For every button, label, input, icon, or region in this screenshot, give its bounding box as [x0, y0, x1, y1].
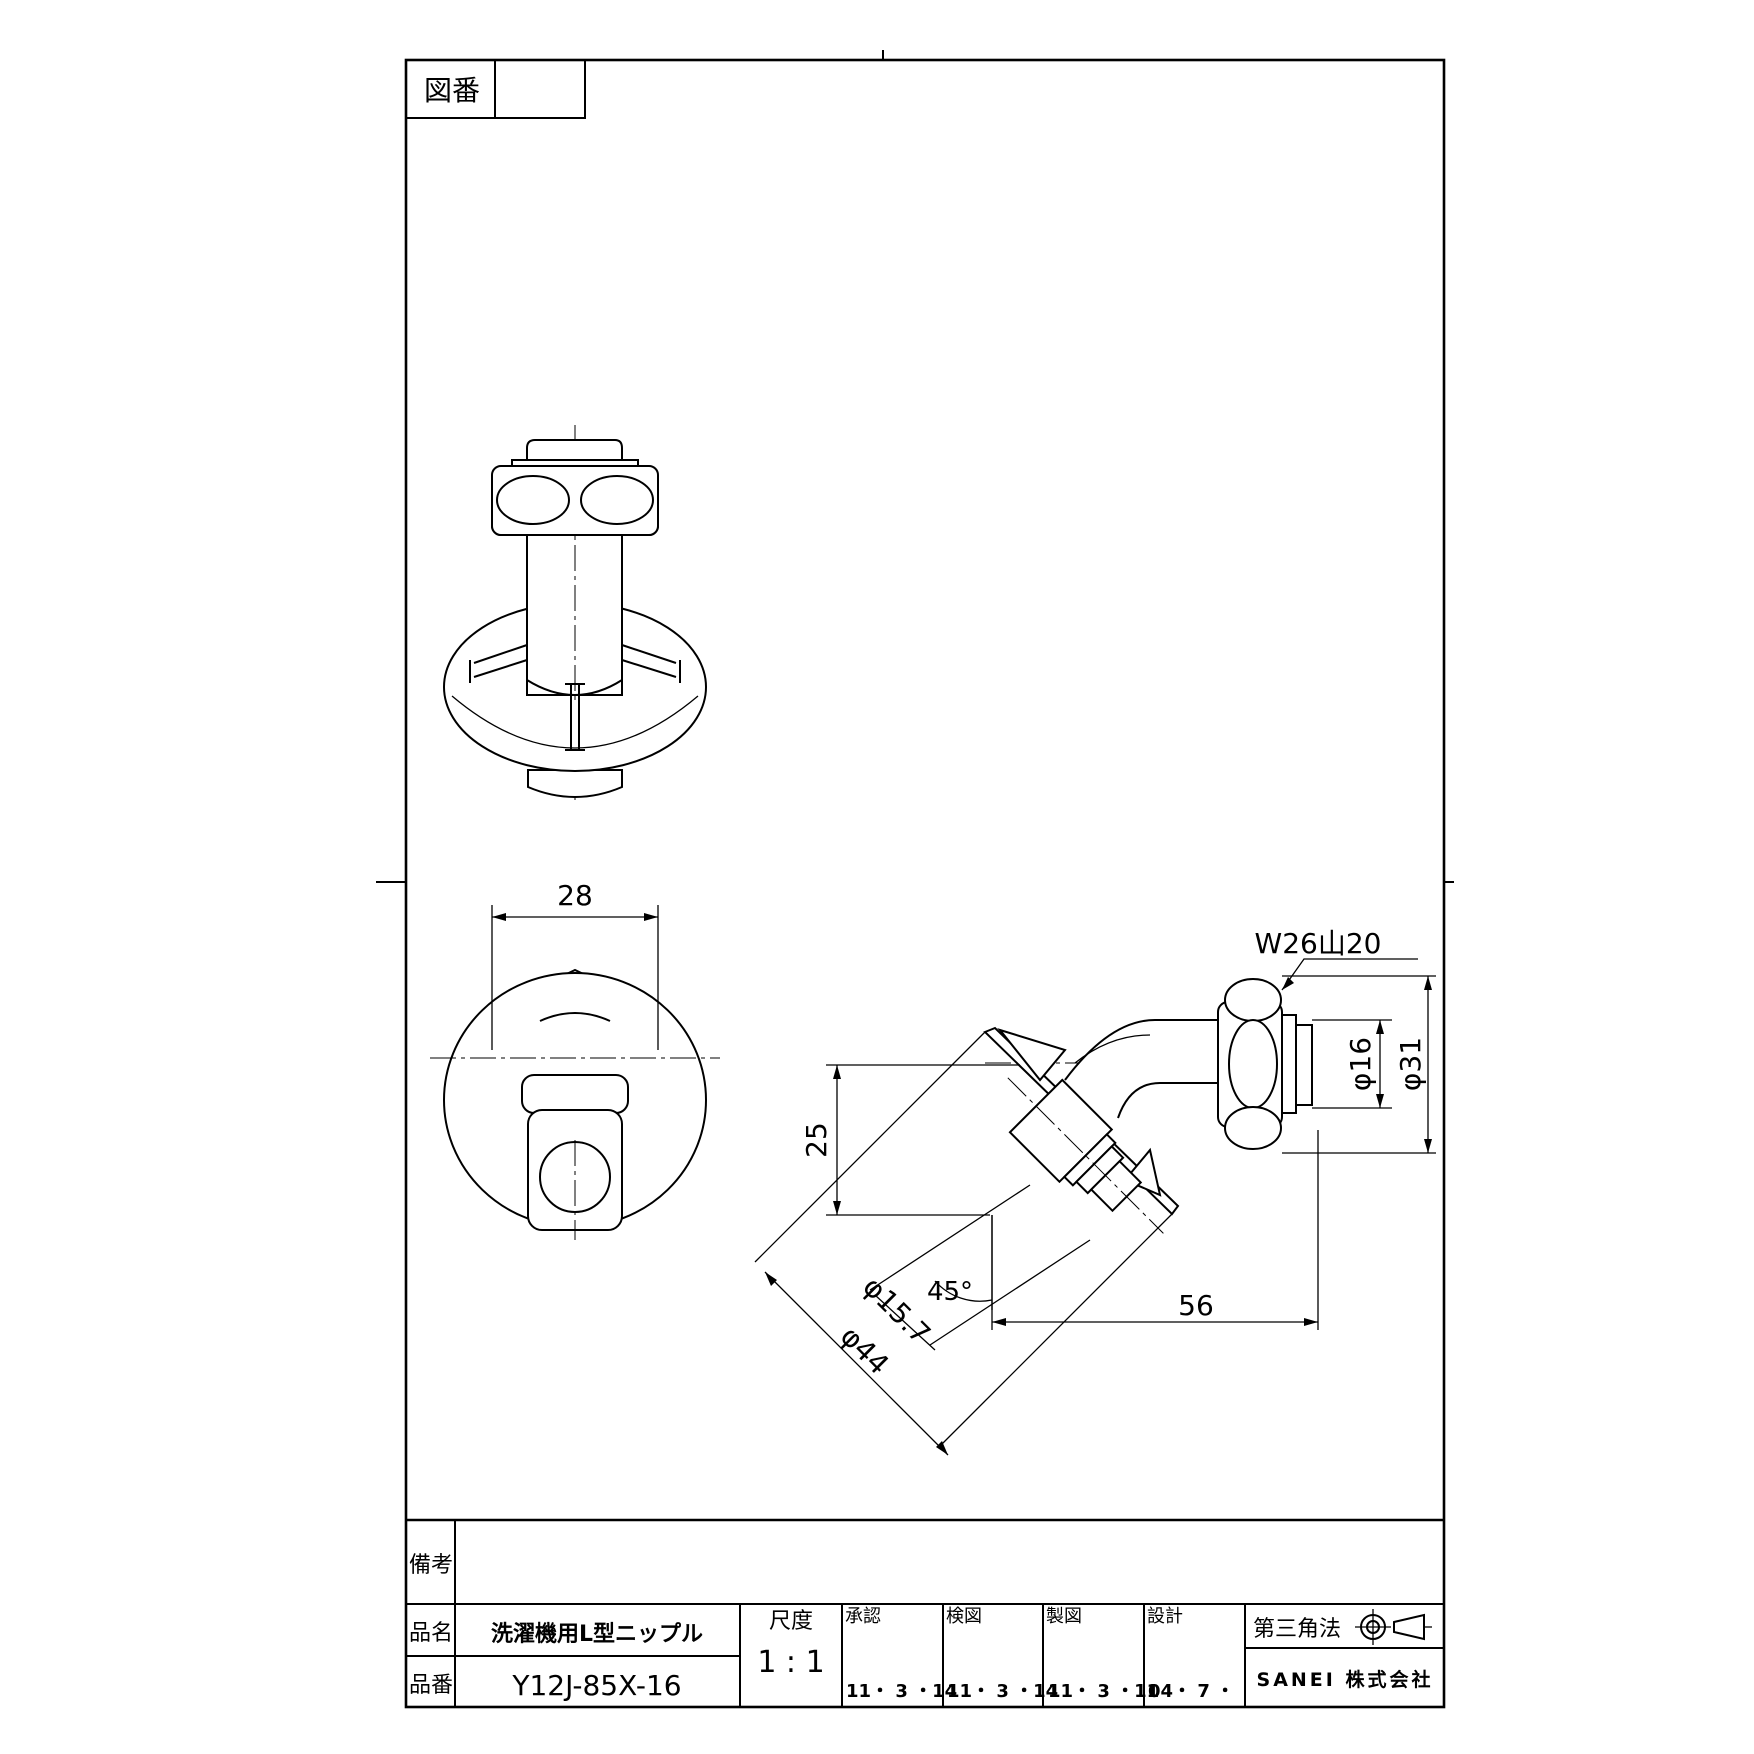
product-name: 洗濯機用L型ニップル [491, 1622, 703, 1647]
drawing-number-label: 図番 [424, 74, 480, 107]
dim-dia-31: φ31 [1394, 1037, 1427, 1091]
front-view [430, 968, 720, 1240]
product-number: Y12J-85X-16 [511, 1669, 681, 1702]
product-number-label: 品番 [409, 1673, 453, 1698]
designed-date: 04・ 7 ・ [1148, 1681, 1234, 1702]
top-view [443, 425, 707, 800]
approved-label: 承認 [845, 1606, 881, 1627]
drawn-date: 11・ 3 ・11 [1048, 1681, 1159, 1702]
drawing-frame [404, 58, 1446, 1709]
dim-thread-w26: W26山20 [1255, 927, 1382, 960]
dim-dia-16: φ16 [1344, 1037, 1377, 1091]
drawing-number-box: 図番 [405, 59, 586, 119]
dim-dia-44: φ44 [834, 1319, 896, 1381]
scale-value: 1 : 1 [757, 1645, 824, 1680]
remarks-label: 備考 [409, 1553, 453, 1578]
drawn-label: 製図 [1046, 1606, 1082, 1627]
checked-label: 検図 [946, 1606, 982, 1627]
dim-height-25: 25 [800, 1122, 833, 1158]
checked-date: 11・ 3 ・14 [947, 1681, 1058, 1702]
dimension-lines [491, 905, 1436, 1456]
title-block [406, 1518, 1444, 1707]
approved-date: 11・ 3 ・14 [846, 1681, 957, 1702]
scale-label: 尺度 [769, 1609, 813, 1634]
projection-label: 第三角法 [1253, 1617, 1341, 1642]
designed-label: 設計 [1147, 1606, 1183, 1627]
company-name: SANEI 株式会社 [1257, 1668, 1434, 1691]
third-angle-projection-icon [1355, 1609, 1432, 1645]
dim-width-28: 28 [557, 879, 593, 912]
dim-length-56: 56 [1178, 1289, 1214, 1322]
side-view [983, 978, 1313, 1234]
dim-angle-45: 45° [927, 1277, 973, 1307]
product-name-label: 品名 [409, 1621, 453, 1646]
